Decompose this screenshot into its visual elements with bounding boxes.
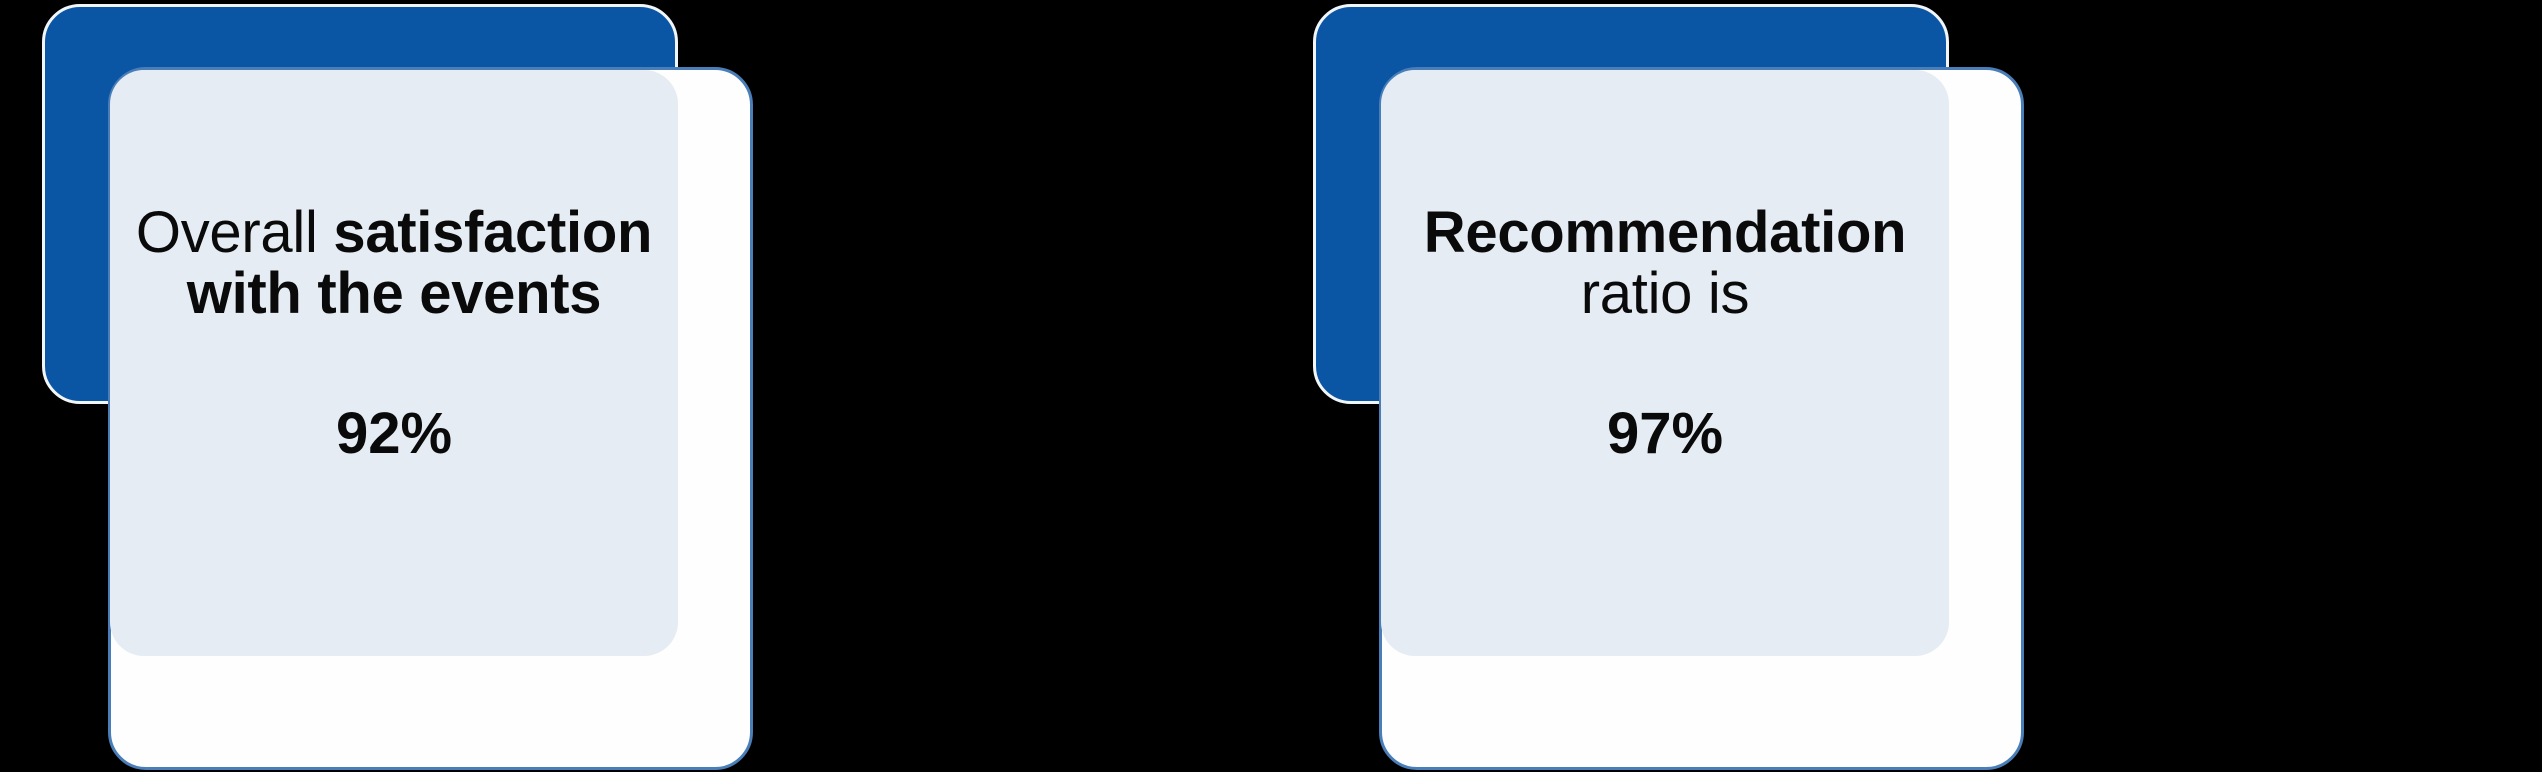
stat-card-recommendation-ratio[interactable]: Recommendation ratio is 97% (1271, 0, 2542, 772)
stat-card-overall-satisfaction[interactable]: Overall satisfaction with the events 92% (0, 0, 1271, 772)
card-headline: Overall satisfaction with the events (110, 202, 678, 325)
headline-line2-text: ratio is (1580, 261, 1750, 327)
headline-regular-text: Overall (135, 200, 334, 265)
headline-bold-text: Recommendation (1423, 200, 1907, 265)
card-metric-value: 92% (335, 400, 453, 466)
card-headline: Recommendation ratio is (1381, 202, 1949, 325)
card-metric-value: 97% (1606, 400, 1724, 466)
headline-line2-text: with the events (186, 261, 602, 327)
card-content-plate: Recommendation ratio is 97% (1381, 70, 1949, 656)
headline-bold-text: satisfaction (333, 200, 653, 265)
card-content-plate: Overall satisfaction with the events 92% (110, 70, 678, 656)
